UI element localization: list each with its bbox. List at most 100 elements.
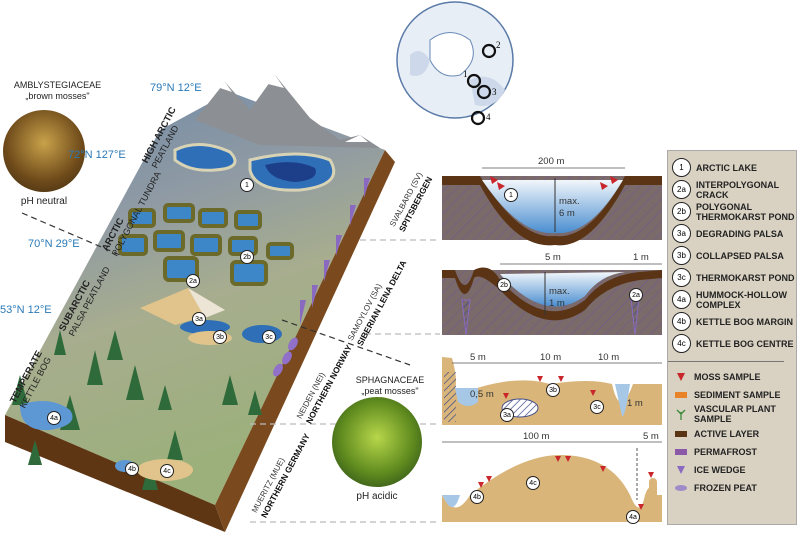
s3-w3: 10 m — [598, 352, 620, 363]
coord-temperate: 53°N 12°E — [0, 304, 52, 316]
ice-wedge-polygons — [118, 203, 294, 286]
active-layer-icon — [672, 430, 689, 437]
legend-item-3b: 3b COLLAPSED PALSA — [672, 245, 796, 266]
block-marker-3c: 3c — [262, 330, 276, 344]
legend-label: ACTIVE LAYER — [694, 428, 760, 439]
site-number-badge: 2a — [672, 180, 691, 199]
s4-w2: 5 m — [643, 431, 659, 442]
block-front-face — [5, 415, 225, 532]
s3-marker-3a: 3a — [500, 408, 514, 422]
moss-left-family: AMBLYSTEGIACEAE — [13, 80, 102, 90]
s3-w2: 10 m — [540, 352, 562, 363]
legend-label: POLYGONAL THERMOKARST POND — [696, 201, 795, 222]
s2-depth: max. 1 m — [549, 286, 570, 309]
map-label-1: 1 — [463, 69, 468, 79]
legend-label: KETTLE BOG MARGIN — [696, 316, 793, 327]
block-marker-4c: 4c — [160, 464, 174, 478]
site-number-badge: 4a — [672, 290, 691, 309]
s1-marker: 1 — [504, 188, 518, 202]
legend-label: HUMMOCK-HOLLOW COMPLEX — [696, 289, 787, 310]
peat-moss-photo — [332, 397, 422, 487]
ice-wedge-icon — [672, 465, 689, 475]
site-number-badge: 3a — [672, 224, 691, 243]
moss-right-ph: pH acidic — [356, 491, 398, 502]
legend-item-4b: 4b KETTLE BOG MARGIN — [672, 311, 796, 332]
legend-symbol-row: SEDIMENT SAMPLE — [672, 386, 796, 403]
coord-high-arctic: 79°N 12°E — [150, 82, 202, 94]
site-number-badge: 3b — [672, 246, 691, 265]
legend-label: ICE WEDGE — [694, 464, 746, 475]
sediment-sample-icon — [672, 391, 689, 398]
moss-right-family: SPHAGNACEAE — [355, 375, 425, 385]
block-marker-4a: 4a — [47, 411, 61, 425]
s3-w1: 5 m — [470, 352, 486, 363]
legend-label: ARCTIC LAKE — [696, 162, 757, 173]
block-marker-3a: 3a — [192, 312, 206, 326]
legend-symbol-row: ACTIVE LAYER — [672, 425, 796, 442]
legend-item-3c: 3c THERMOKARST POND — [672, 267, 796, 288]
legend-label: COLLAPSED PALSA — [696, 250, 784, 261]
s2-marker-2b: 2b — [497, 278, 511, 292]
map-label-2: 2 — [496, 40, 501, 50]
site-number-badge: 4c — [672, 334, 691, 353]
legend-label: INTERPOLYGONAL CRACK — [696, 179, 780, 200]
legend-item-2a: 2a INTERPOLYGONAL CRACK — [672, 179, 796, 200]
legend-item-4c: 4c KETTLE BOG CENTRE — [672, 333, 796, 354]
legend-label: DEGRADING PALSA — [696, 228, 784, 239]
kettle-bog-water — [20, 401, 73, 431]
arctic-map — [396, 1, 514, 126]
s4-marker-4a: 4a — [626, 510, 640, 524]
s1-depth: max. 6 m — [559, 196, 580, 219]
legend-symbol-row: PERMAFROST — [672, 443, 796, 460]
legend-symbol-row: MOSS SAMPLE — [672, 368, 796, 385]
block-right-face — [215, 150, 395, 532]
cross-section-kettle-bog — [442, 448, 662, 522]
map-label-3: 3 — [492, 87, 497, 97]
legend-label: PERMAFROST — [694, 446, 757, 457]
cross-section-polygon — [442, 267, 662, 336]
block-marker-2b: 2b — [240, 250, 254, 264]
legend: 1 ARCTIC LAKE 2a INTERPOLYGONAL CRACK 2b POLY… — [667, 150, 797, 525]
dimension-lines — [442, 167, 662, 443]
s4-marker-4b: 4b — [470, 490, 484, 504]
legend-label: MOSS SAMPLE — [694, 371, 761, 382]
s2-width1: 5 m — [545, 252, 561, 263]
frozen-peat-icon — [672, 484, 689, 491]
moss-left-ph: pH neutral — [20, 196, 68, 207]
brown-moss-photo — [3, 110, 85, 192]
legend-symbol-row: FROZEN PEAT — [672, 479, 796, 496]
s2-marker-2a: 2a — [629, 288, 643, 302]
legend-item-3a: 3a DEGRADING PALSA — [672, 223, 796, 244]
mountains — [195, 75, 380, 148]
s4-w1: 100 m — [523, 431, 550, 442]
legend-symbol-row: ICE WEDGE — [672, 461, 796, 478]
legend-symbol-row: VASCULAR PLANT SAMPLE — [672, 404, 796, 424]
s2-width2: 1 m — [633, 252, 649, 263]
coord-arctic: 72°N 127°E — [68, 149, 126, 161]
permafrost-icon — [672, 448, 689, 455]
site-number-badge: 3c — [672, 268, 691, 287]
legend-item-4a: 4a HUMMOCK-HOLLOW COMPLEX — [672, 289, 796, 310]
s3-marker-3b: 3b — [546, 383, 560, 397]
s4-marker-4c: 4c — [526, 476, 540, 490]
legend-label: THERMOKARST POND — [696, 272, 795, 283]
moss-right-common: „peat mosses" — [361, 386, 419, 396]
legend-label: FROZEN PEAT — [694, 482, 757, 493]
moss-sample-icon — [672, 372, 689, 382]
map-label-4: 4 — [486, 112, 491, 122]
block-marker-4b: 4b — [125, 462, 139, 476]
frozen-peat-lenses — [273, 337, 298, 377]
site-number-badge: 4b — [672, 312, 691, 331]
block-marker-1: 1 — [240, 178, 254, 192]
legend-label: VASCULAR PLANT SAMPLE — [694, 404, 776, 424]
moss-left-common: „brown mosses" — [25, 91, 90, 101]
s3-marker-3c: 3c — [590, 400, 604, 414]
block-marker-2a: 2a — [186, 274, 200, 288]
block-marker-3b: 3b — [213, 330, 227, 344]
legend-label: KETTLE BOG CENTRE — [696, 338, 794, 349]
s3-d1: 0,5 m — [470, 389, 494, 400]
site-number-badge: 2b — [672, 202, 691, 221]
site-number-badge: 1 — [672, 158, 691, 177]
